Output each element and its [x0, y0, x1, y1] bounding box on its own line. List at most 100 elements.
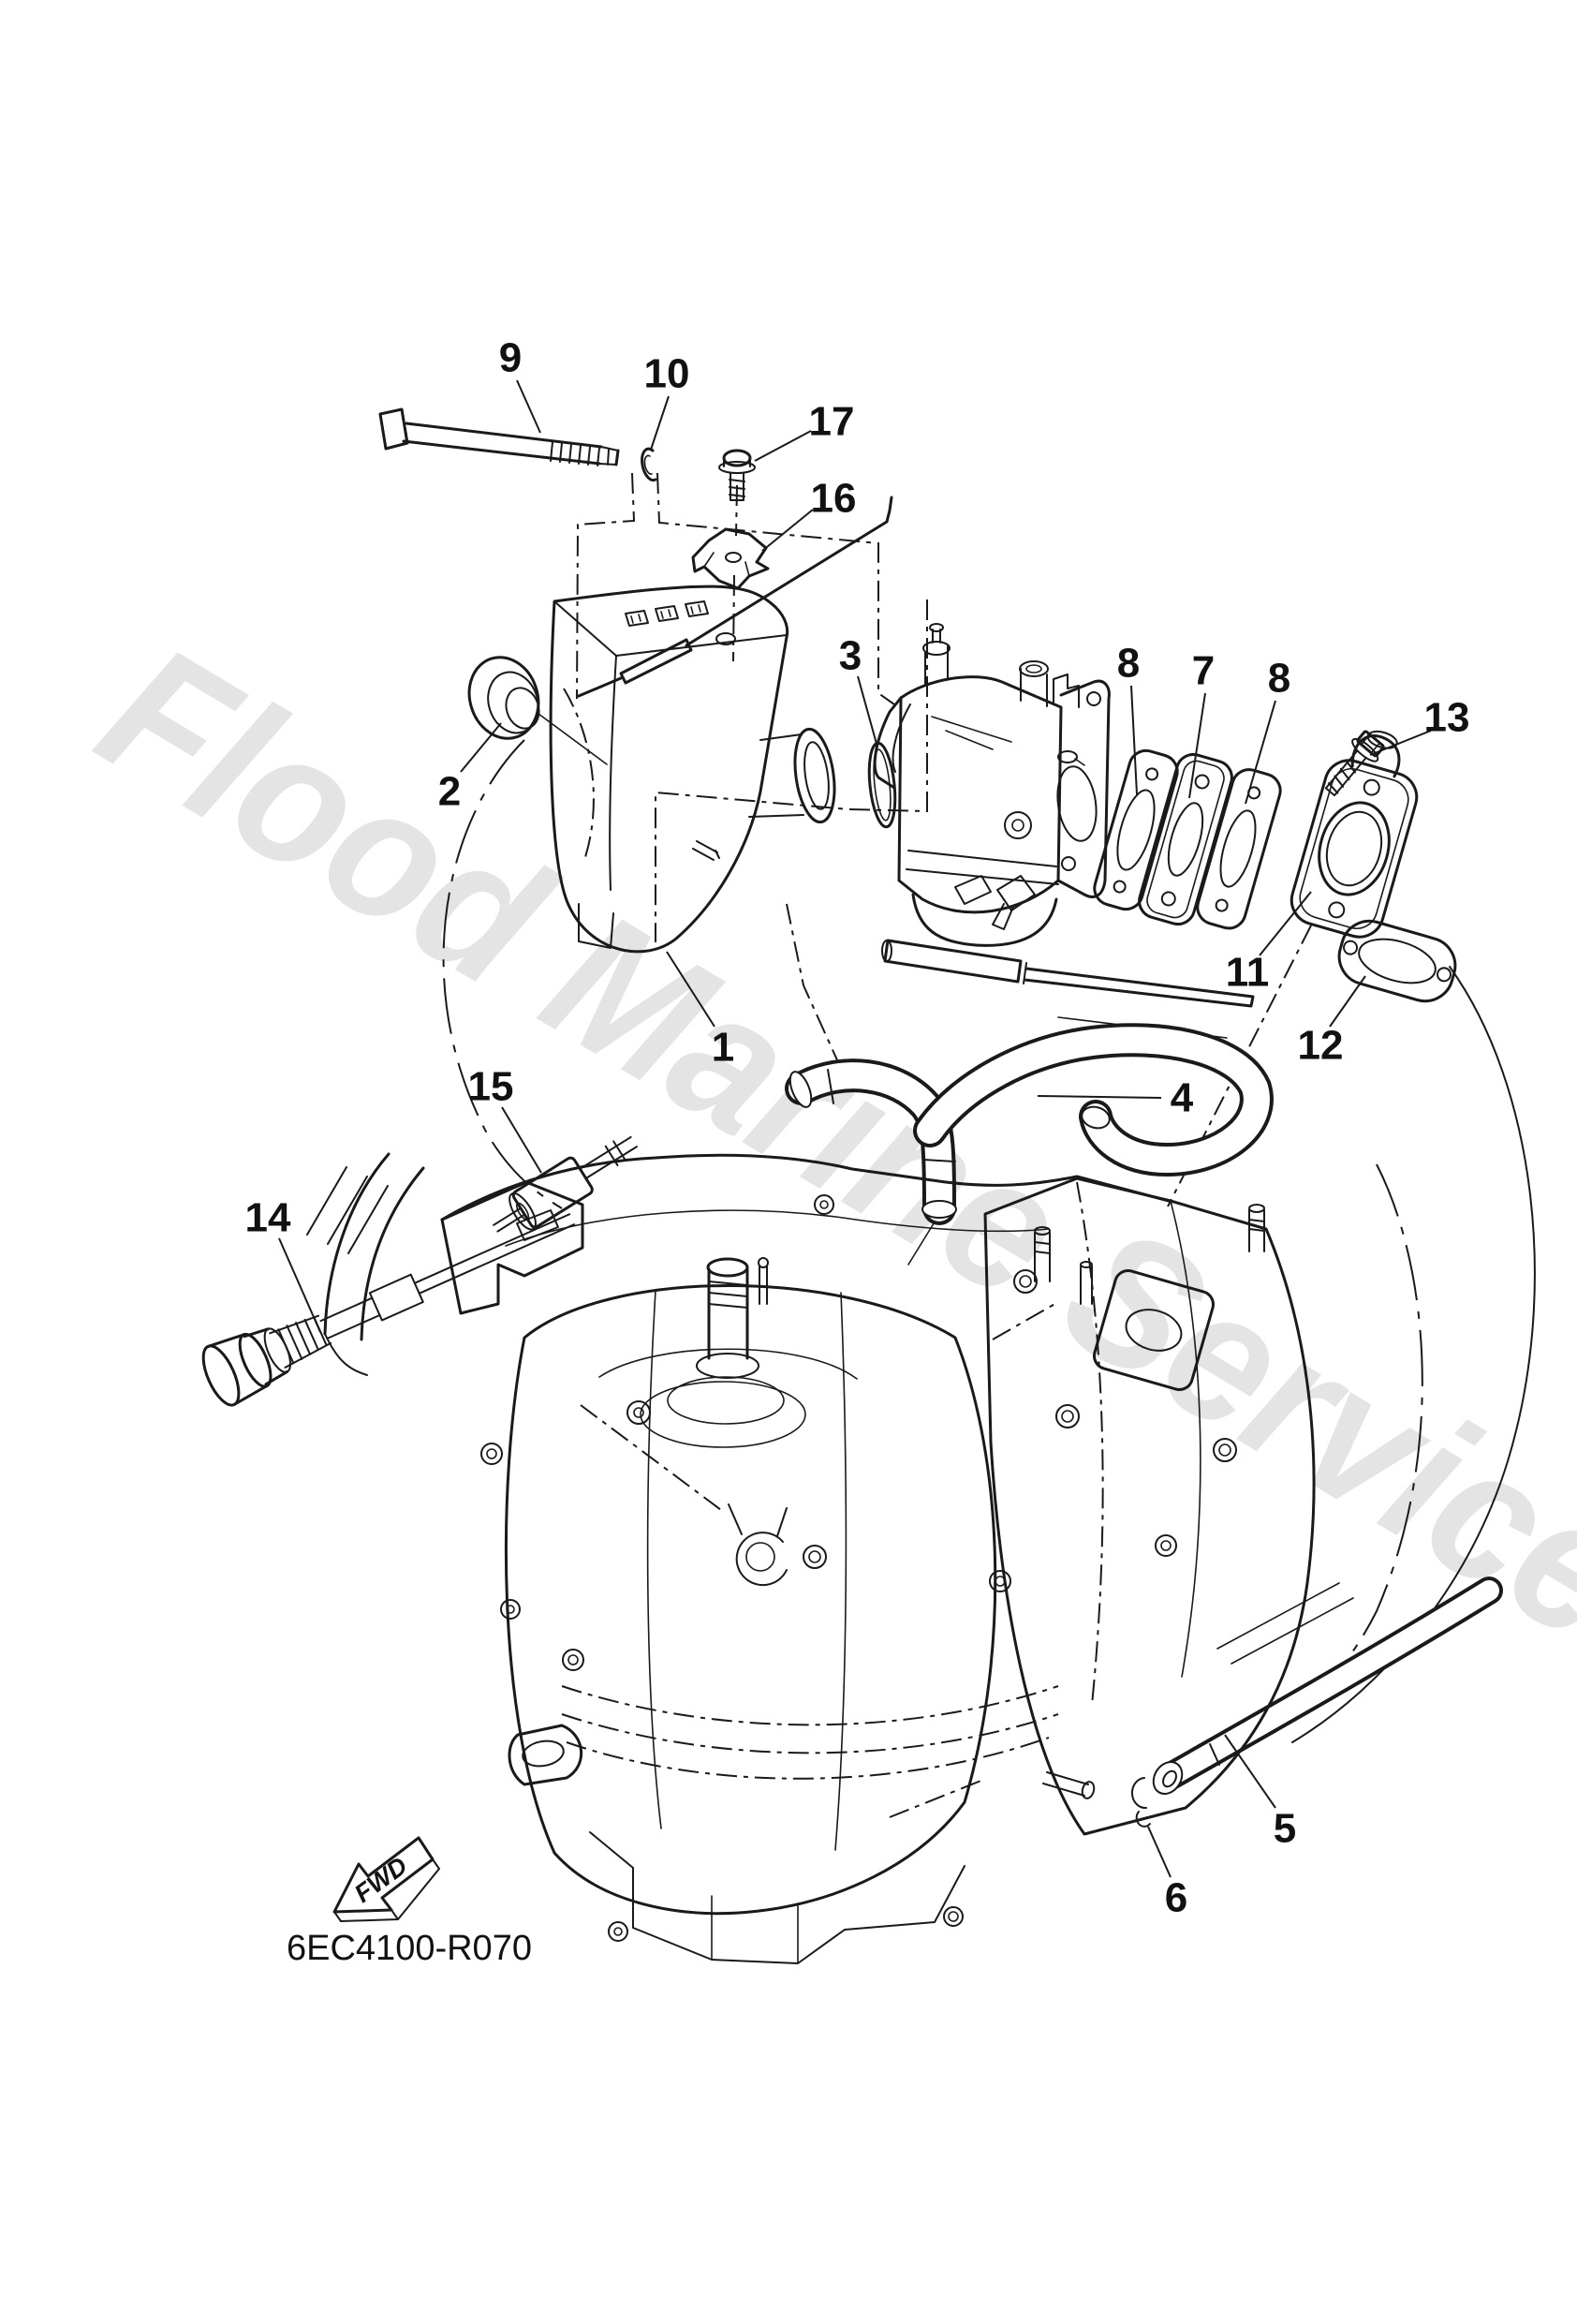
breather-hose-4-shape [921, 1200, 957, 1219]
engine-block-shape [667, 1376, 785, 1425]
cylinder-body [504, 1284, 997, 1916]
bolt-17-shape [723, 457, 751, 467]
carburetor [873, 623, 1111, 947]
engine-block-shape [1034, 1226, 1051, 1236]
callout-leader-9 [516, 379, 541, 434]
bolt-17-shape [718, 461, 756, 474]
top-deck [440, 1153, 1171, 1221]
intake-silencer-1-shape [692, 840, 720, 861]
carburetor-shape [1004, 811, 1032, 839]
gasket-8-rear-shape [1196, 768, 1282, 930]
gasket-8-rear-shape [1219, 809, 1257, 888]
callout-leader-1 [666, 951, 715, 1028]
carburetor-shape [929, 623, 944, 632]
engine-block-shape [1170, 1200, 1201, 1678]
cable-bracket [440, 1180, 584, 1315]
carburetor-shape [1025, 664, 1042, 674]
choke-knob-14-shape [269, 1314, 332, 1369]
carburetor-shape [892, 703, 911, 773]
callout-2: 2 [438, 769, 461, 815]
choke-knob-14-shape [319, 1296, 381, 1340]
fwd-arrow: FWD [332, 1836, 440, 1922]
carburetor-shape [1074, 758, 1085, 766]
bolt-bosses-shape [1155, 1534, 1177, 1557]
lifting-hook [735, 1532, 788, 1587]
callout-10: 10 [644, 351, 690, 397]
assembly-lines-shape [538, 713, 608, 765]
intake-silencer-1-shape [578, 903, 614, 949]
assembly-lines-shape [732, 484, 738, 662]
gasket-8-front [1093, 748, 1179, 911]
breather-hose-4-shape [827, 1069, 956, 1162]
carburetor-shape [1086, 691, 1101, 706]
callout-leader-5 [1224, 1734, 1276, 1809]
engine-block-shape-shape [1093, 1269, 1215, 1391]
bolt-bosses-shape [819, 1200, 829, 1209]
engine-block-shape [745, 1542, 775, 1572]
bolt-bosses-shape [814, 1194, 834, 1215]
cable-joint-15-shape [493, 1206, 526, 1233]
callout-leader-3 [857, 675, 877, 745]
insulator-7-shape [1167, 802, 1204, 877]
gasket-12-shape [1436, 967, 1452, 983]
intake-silencer-1 [549, 585, 836, 954]
bolt-bosses-shape [480, 1443, 503, 1465]
carburetor-shape [954, 875, 992, 905]
engine-block-shape [640, 1381, 806, 1448]
choke-knob-14 [201, 1213, 576, 1407]
fuel-joint-pipe [881, 939, 1255, 1039]
choke-knob-14-shape [206, 1333, 269, 1407]
carb-bowl [911, 893, 1058, 947]
bolt-bosses-shape [1061, 1410, 1074, 1423]
bolt-bosses-shape [633, 1407, 644, 1418]
insulator-7 [1138, 752, 1233, 926]
choke-knob-14-shape [243, 1327, 289, 1386]
carb-pump-tower [924, 645, 949, 685]
gasket-8-front-shape [1145, 767, 1159, 781]
intake-manifold-11 [1290, 730, 1419, 939]
engine-block-shape [1248, 1209, 1265, 1252]
bolt-bosses-shape [506, 1605, 515, 1614]
bolt-bosses-shape [1213, 1438, 1237, 1462]
hose-clip-6 [1131, 1777, 1151, 1828]
callout-9: 9 [499, 335, 522, 381]
engine-block-shape [1076, 1181, 1104, 1706]
callout-leader-16 [761, 509, 814, 552]
grommet-2-shape [467, 656, 540, 740]
choke-knob-14-shape [413, 1213, 576, 1295]
bolt-17-shape [729, 472, 745, 501]
callout-17: 17 [809, 399, 855, 445]
callout-15: 15 [468, 1064, 514, 1110]
gasket-8-front-shape [1093, 748, 1179, 911]
bolt-9-long-shape [402, 422, 620, 466]
intake-manifold-11-shape [1328, 901, 1346, 919]
crankcase [983, 1177, 1316, 1836]
bolt-bosses-shape [1218, 1443, 1231, 1457]
callout-leader-14 [278, 1237, 321, 1333]
engine-block [306, 1152, 1316, 1964]
engine-block-shape [360, 1166, 425, 1341]
callout-1: 1 [712, 1025, 734, 1071]
engine-block-shape [580, 1301, 1059, 1818]
fuel-joint-pipe-shape [881, 940, 892, 962]
bolt-17 [718, 449, 756, 501]
carb-top-tower [1020, 668, 1048, 707]
bolt-bosses [480, 1194, 1237, 1942]
hose-clip-6-shape [1135, 1811, 1151, 1828]
grommet-2-shape [487, 671, 539, 734]
cable-joint-15-shape [508, 1192, 538, 1231]
bolt-9-long-shape [401, 409, 407, 443]
carburetor-shape [922, 641, 951, 656]
choke-knob-14-shape [368, 1273, 424, 1322]
engine-block-shape [324, 1333, 368, 1376]
bolt-bosses-shape [613, 1927, 623, 1936]
breather-hose-4-shape [788, 1062, 952, 1221]
throttle-link-rod-shape [685, 496, 893, 647]
bolt-bosses-shape [562, 1649, 584, 1671]
intake-manifold-11-shape [1350, 734, 1401, 778]
gasket-8-rear [1196, 768, 1282, 930]
washer-clip-10-shape [643, 454, 653, 475]
intake-silencer-1-shape [563, 688, 595, 858]
